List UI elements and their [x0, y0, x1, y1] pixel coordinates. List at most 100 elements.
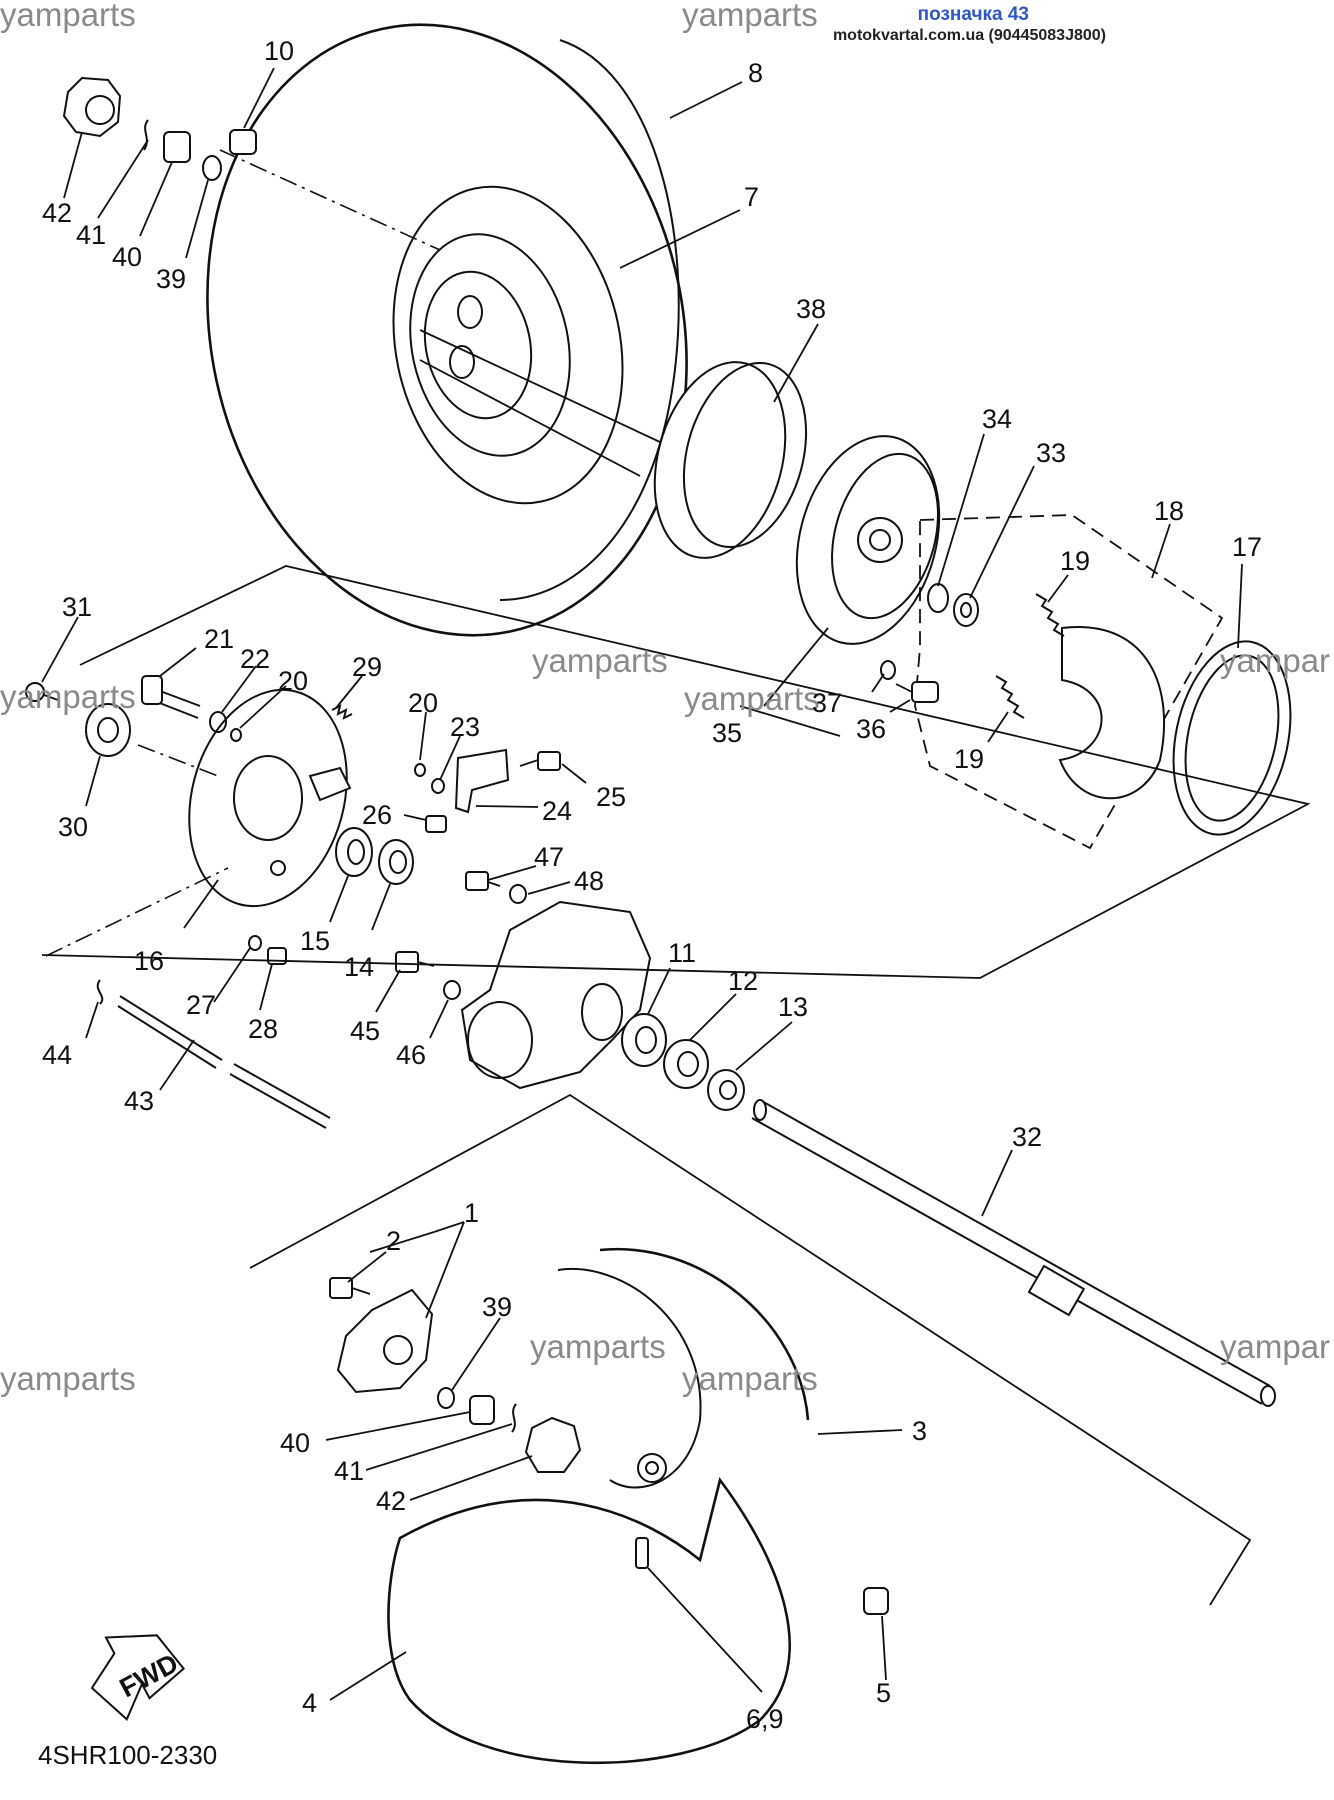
- callout-33: 33: [1036, 438, 1066, 468]
- screw-36: [895, 681, 939, 703]
- spring-29: [331, 704, 353, 720]
- washer-39a: [202, 155, 222, 181]
- o-ring-20b: [414, 763, 426, 777]
- callout-19: 19: [954, 744, 984, 774]
- rear-tire-bottom-4: [387, 1247, 810, 1765]
- callout-18: 18: [1154, 496, 1184, 526]
- nut-26: [425, 815, 447, 833]
- callout-47: 47: [534, 842, 564, 872]
- callout-45: 45: [350, 1016, 380, 1046]
- rear-axle-32: [751, 1099, 1276, 1407]
- washer-39b: [437, 1387, 455, 1409]
- washer-33: [953, 593, 979, 627]
- callout-42: 42: [42, 198, 72, 228]
- washer-27: [248, 935, 262, 951]
- washer-48: [509, 884, 527, 904]
- callout-8: 8: [748, 58, 763, 88]
- cotter-pin-41a: [143, 119, 149, 151]
- callout-31: 31: [62, 592, 92, 622]
- callout-19: 19: [1060, 546, 1090, 576]
- callout-13: 13: [778, 992, 808, 1022]
- nut-5: [863, 1587, 889, 1615]
- callout-20: 20: [408, 688, 438, 718]
- callout-25: 25: [596, 782, 626, 812]
- collar-13: [707, 1069, 745, 1111]
- callout-21: 21: [204, 624, 234, 654]
- return-spring-19a: [1035, 593, 1065, 637]
- nut-40b: [469, 1395, 495, 1425]
- o-ring-34: [927, 583, 949, 613]
- wheel-rim-top: [392, 185, 624, 505]
- camshaft-21: [141, 675, 201, 719]
- callout-7: 7: [744, 182, 759, 212]
- callout-1: 1: [464, 1198, 479, 1228]
- watermark: yampar: [1220, 1328, 1330, 1365]
- callout-30: 30: [58, 812, 88, 842]
- rear-tire-top: [206, 23, 688, 637]
- watermark: yamparts: [682, 0, 818, 33]
- watermarks: yamparts yamparts yamparts yamparts yamp…: [0, 0, 1330, 1397]
- callout-22: 22: [240, 644, 270, 674]
- pin-43: [117, 995, 331, 1129]
- callout-28: 28: [248, 1014, 278, 1044]
- fwd-arrow-icon: FWD: [90, 1634, 186, 1721]
- drum-seal-38: [653, 361, 808, 559]
- watermark: yamparts: [530, 1328, 666, 1365]
- callout-46: 46: [396, 1040, 426, 1070]
- callout-41: 41: [76, 220, 106, 250]
- callout-39: 39: [156, 264, 186, 294]
- callout-4: 4: [302, 1688, 317, 1718]
- callout-37: 37: [812, 688, 842, 718]
- watermark: yampar: [1220, 642, 1330, 679]
- oil-seal-12: [663, 1039, 709, 1089]
- callout-40: 40: [280, 1428, 310, 1458]
- brake-panel-16: [188, 688, 348, 908]
- callout-5: 5: [876, 1678, 891, 1708]
- watermark: yamparts: [0, 678, 136, 715]
- site-caption: motokvartal.com.ua (90445083J800): [832, 27, 1106, 44]
- callout-29: 29: [352, 652, 382, 682]
- final-gear-case: [460, 900, 652, 1090]
- bearing-11: [621, 1013, 667, 1067]
- callout-17: 17: [1232, 532, 1262, 562]
- watermark: yamparts: [684, 680, 820, 717]
- o-ring-37: [880, 660, 896, 680]
- plate-24: [454, 748, 510, 814]
- callout-20: 20: [278, 666, 308, 696]
- hub-1: [336, 1288, 434, 1394]
- watermark: yamparts: [532, 642, 668, 679]
- leader-lines: [41, 67, 1243, 1701]
- o-ring-23: [431, 778, 445, 794]
- callout-42: 42: [376, 1486, 406, 1516]
- nut-40a: [163, 131, 191, 163]
- callout-38: 38: [796, 294, 826, 324]
- washer-46: [443, 980, 461, 1000]
- callout-11: 11: [668, 938, 696, 968]
- callout-15: 15: [300, 926, 330, 956]
- callouts: 10 8 42 41 40 39 7 38 34 33 18 17 19 19 …: [42, 36, 1262, 1734]
- wheel-rim-3: [557, 1267, 702, 1489]
- nut-10: [229, 129, 257, 155]
- callout-10: 10: [264, 36, 294, 66]
- bolt-31: [25, 682, 59, 702]
- watermark: yamparts: [682, 1360, 818, 1397]
- callout-48: 48: [574, 866, 604, 896]
- drawing-code: 4SHR100-2330: [38, 1740, 218, 1770]
- bolt-2: [329, 1277, 371, 1299]
- callout-35: 35: [712, 718, 742, 748]
- page-label: позначка 43: [917, 4, 1029, 25]
- callout-39: 39: [482, 1292, 512, 1322]
- oil-seal-30: [85, 703, 131, 757]
- assembly-frames: [41, 149, 1311, 1606]
- return-spring-19b: [995, 675, 1025, 719]
- cotter-pin-41b: [511, 1403, 517, 1433]
- watermark: yamparts: [0, 0, 136, 33]
- valve-6-9: [635, 1537, 649, 1569]
- watermark: yamparts: [0, 1360, 136, 1397]
- washer-22: [209, 711, 227, 733]
- callout-36: 36: [856, 714, 886, 744]
- bolt-25: [519, 751, 561, 771]
- pin-44: [96, 979, 104, 1005]
- callout-2: 2: [386, 1226, 401, 1256]
